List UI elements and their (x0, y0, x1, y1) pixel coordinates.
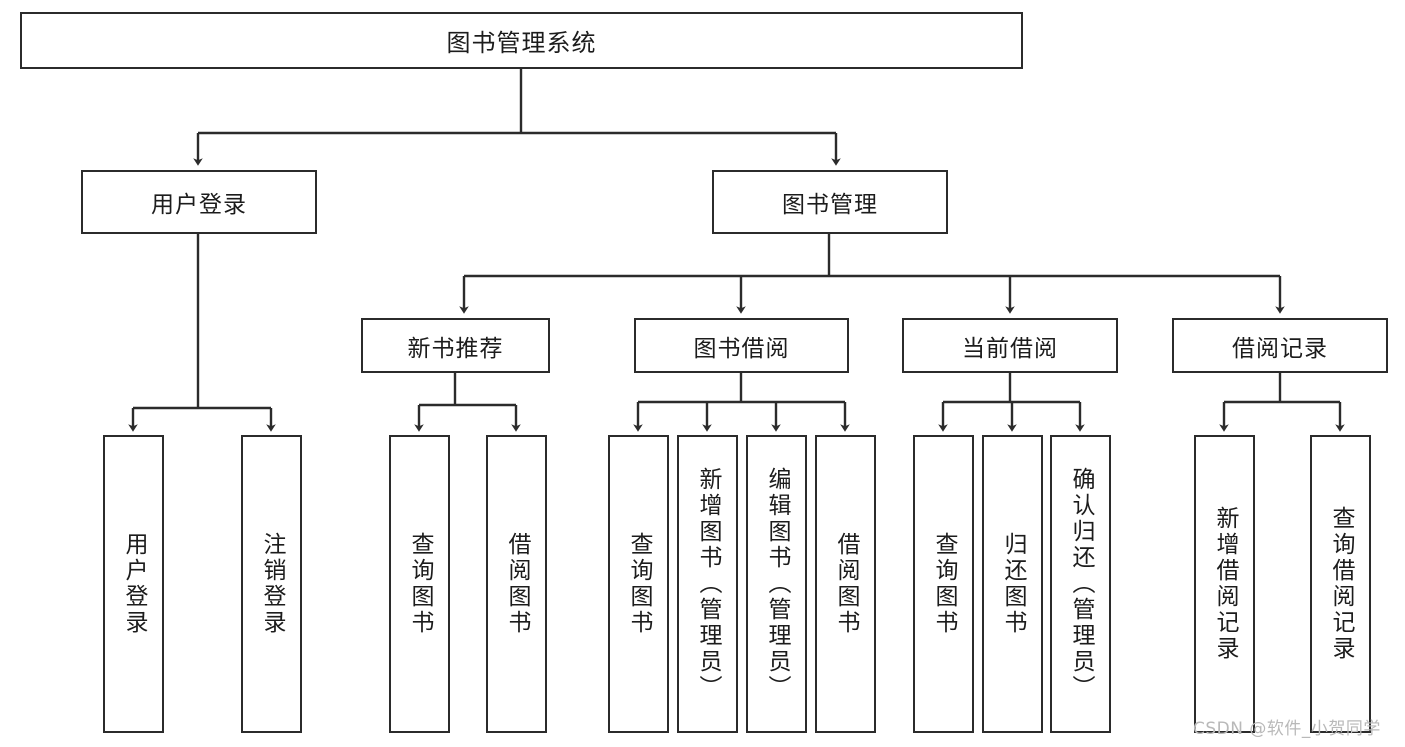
node-current-borrow-label: 当前借阅 (962, 335, 1058, 362)
node-current-borrow[interactable]: 当前借阅 (902, 318, 1118, 373)
node-root-system[interactable]: 图书管理系统 (20, 12, 1023, 69)
node-borrow-records-label: 借阅记录 (1232, 335, 1328, 362)
leaf-records-query-record[interactable]: 查询借阅记录 (1310, 435, 1371, 733)
leaf-label: 新增图书（管理员） (695, 467, 721, 701)
node-book-borrow[interactable]: 图书借阅 (634, 318, 849, 373)
node-book-management[interactable]: 图书管理 (712, 170, 948, 234)
node-user-login-label: 用户登录 (151, 192, 247, 218)
leaf-recommend-query-books[interactable]: 查询图书 (389, 435, 450, 733)
leaf-borrow-add-book-admin[interactable]: 新增图书（管理员） (677, 435, 738, 733)
node-root-label: 图书管理系统 (446, 29, 597, 57)
leaf-user-login-signin[interactable]: 用户登录 (103, 435, 164, 733)
csdn-watermark: CSDN @软件_小贺同学 (1193, 719, 1381, 739)
node-user-login[interactable]: 用户登录 (81, 170, 317, 234)
leaf-current-query-books[interactable]: 查询图书 (913, 435, 974, 733)
leaf-label: 借阅图书 (504, 532, 530, 636)
leaf-label: 查询图书 (931, 532, 957, 636)
leaf-label: 确认归还（管理员） (1068, 467, 1094, 701)
leaf-records-add-record[interactable]: 新增借阅记录 (1194, 435, 1255, 733)
node-new-book-recommend[interactable]: 新书推荐 (361, 318, 550, 373)
leaf-label: 用户登录 (121, 532, 147, 636)
leaf-label: 查询图书 (626, 532, 652, 636)
node-new-book-recommend-label: 新书推荐 (407, 335, 504, 362)
leaf-borrow-query-books[interactable]: 查询图书 (608, 435, 669, 733)
leaf-label: 查询借阅记录 (1328, 506, 1354, 662)
leaf-borrow-borrow-books[interactable]: 借阅图书 (815, 435, 876, 733)
leaf-label: 借阅图书 (833, 532, 859, 636)
leaf-label: 编辑图书（管理员） (764, 467, 790, 701)
leaf-label: 归还图书 (1000, 532, 1026, 636)
leaf-borrow-edit-book-admin[interactable]: 编辑图书（管理员） (746, 435, 807, 733)
node-book-borrow-label: 图书借阅 (693, 335, 790, 362)
leaf-label: 注销登录 (259, 532, 285, 636)
leaf-current-confirm-return-admin[interactable]: 确认归还（管理员） (1050, 435, 1111, 733)
leaf-user-login-signout[interactable]: 注销登录 (241, 435, 302, 733)
leaf-current-return-books[interactable]: 归还图书 (982, 435, 1043, 733)
node-book-management-label: 图书管理 (782, 192, 878, 218)
node-borrow-records[interactable]: 借阅记录 (1172, 318, 1388, 373)
leaf-recommend-borrow-books[interactable]: 借阅图书 (486, 435, 547, 733)
leaf-label: 查询图书 (407, 532, 433, 636)
leaf-label: 新增借阅记录 (1212, 506, 1238, 662)
